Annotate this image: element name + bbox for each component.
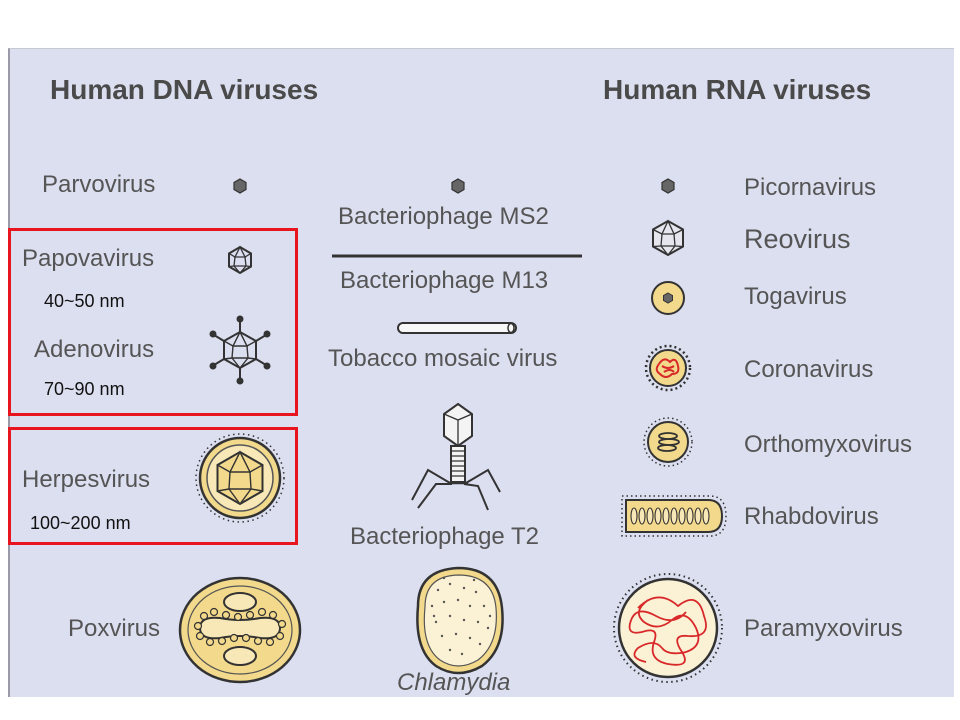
rhabdovirus-particle <box>621 495 727 537</box>
paramyxovirus-particle <box>613 573 723 683</box>
highlight-box-papova-adeno <box>8 228 298 416</box>
t2-label: Bacteriophage T2 <box>350 523 540 550</box>
adenovirus-particle <box>209 315 271 385</box>
adeno-size-label: 70~90 nm <box>44 379 125 399</box>
reovirus-particle <box>652 219 684 257</box>
t2-phage <box>411 402 501 511</box>
chlamydia-cell <box>416 566 504 675</box>
papovavirus-label: Papovavirus <box>22 245 155 272</box>
m13-label: Bacteriophage M13 <box>340 267 549 294</box>
tmv-label: Tobacco mosaic virus <box>328 345 558 372</box>
papovavirus-particle <box>228 245 252 275</box>
herpesvirus-particle <box>195 433 285 523</box>
poxvirus-label: Poxvirus <box>68 615 161 642</box>
dna-viruses-heading: Human DNA viruses <box>50 74 319 105</box>
rna-viruses-heading: Human RNA viruses <box>603 74 872 105</box>
orthomyxovirus-label: Orthomyxovirus <box>744 431 913 458</box>
chlamydia-label: Chlamydia <box>397 669 511 696</box>
tmv-rod <box>397 322 517 334</box>
rhabdovirus-label: Rhabdovirus <box>744 503 879 530</box>
picornavirus-label: Picornavirus <box>744 174 877 201</box>
coronavirus-particle <box>644 344 692 392</box>
parvovirus-particle <box>233 178 247 194</box>
adenovirus-label: Adenovirus <box>34 336 155 363</box>
reovirus-label: Reovirus <box>744 224 851 254</box>
parvovirus-label: Parvovirus <box>42 171 156 198</box>
highlight-box-herpes <box>8 427 298 545</box>
herpes-size-label: 100~200 nm <box>30 513 131 533</box>
togavirus-label: Togavirus <box>744 283 847 310</box>
ms2-particle <box>451 178 465 194</box>
coronavirus-label: Coronavirus <box>744 356 874 383</box>
picornavirus-particle <box>661 178 675 194</box>
paramyxovirus-label: Paramyxovirus <box>744 615 903 642</box>
ms2-label: Bacteriophage MS2 <box>338 203 549 230</box>
papova-size-label: 40~50 nm <box>44 291 125 311</box>
togavirus-particle <box>651 281 685 315</box>
poxvirus-particle <box>178 576 302 684</box>
herpesvirus-label: Herpesvirus <box>22 466 151 493</box>
orthomyxovirus-particle <box>643 417 693 467</box>
